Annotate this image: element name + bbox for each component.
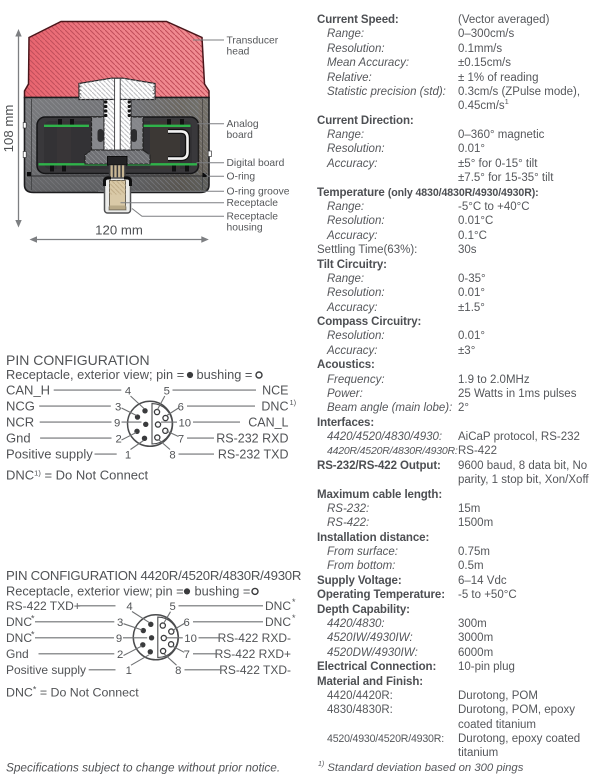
svg-text:*: * <box>31 614 35 624</box>
svg-text:DNC: DNC <box>265 615 291 629</box>
svg-text:*: * <box>31 630 35 640</box>
svg-text:CAN_L: CAN_L <box>248 415 288 429</box>
svg-text:RS-422 TXD-: RS-422 TXD- <box>219 663 291 677</box>
svg-text:Receptacle, exterior view;: Receptacle, exterior view; <box>6 584 153 599</box>
svg-text:8: 8 <box>175 665 181 677</box>
svg-text:DNC: DNC <box>265 599 291 613</box>
svg-text:Transducer: Transducer <box>227 36 279 47</box>
svg-text:Digital board: Digital board <box>227 158 285 169</box>
svg-text:Positive supply: Positive supply <box>6 663 86 677</box>
svg-text:6: 6 <box>178 401 184 413</box>
svg-text:2: 2 <box>115 433 121 445</box>
svg-text:PIN CONFIGURATION: PIN CONFIGURATION <box>6 352 150 368</box>
svg-text:108 mm: 108 mm <box>1 105 16 153</box>
svg-text:DNC* = Do Not Connect: DNC* = Do Not Connect <box>6 685 139 700</box>
svg-text:Gnd: Gnd <box>6 647 29 661</box>
svg-text:10: 10 <box>179 417 192 429</box>
svg-text:7: 7 <box>178 433 184 445</box>
svg-text:DNC1) = Do Not Connect: DNC1) = Do Not Connect <box>6 467 149 482</box>
svg-text:9: 9 <box>116 633 122 645</box>
svg-text:1: 1 <box>125 449 131 461</box>
svg-text:Receptacle, exterior view; pin: Receptacle, exterior view; pin = <box>6 367 184 382</box>
svg-text:Receptacle: Receptacle <box>227 212 279 223</box>
svg-text:6: 6 <box>183 617 189 629</box>
svg-text:PIN CONFIGURATION 4420R/4520R/: PIN CONFIGURATION 4420R/4520R/4830R/4930… <box>6 568 301 583</box>
svg-text:NCE: NCE <box>262 383 288 397</box>
svg-text:Positive supply: Positive supply <box>6 446 93 461</box>
svg-text:7: 7 <box>184 649 190 661</box>
svg-text:O-ring groove: O-ring groove <box>227 187 290 198</box>
svg-text:DNC: DNC <box>6 615 32 629</box>
svg-text:RS-422 RXD-: RS-422 RXD- <box>218 631 291 645</box>
svg-text:NCG: NCG <box>6 398 35 413</box>
svg-text:head: head <box>227 47 250 58</box>
svg-text:DNC: DNC <box>261 399 288 413</box>
svg-text:1: 1 <box>126 665 132 677</box>
svg-text:RS-422 TXD+: RS-422 TXD+ <box>6 599 81 613</box>
svg-text:O-ring: O-ring <box>227 172 256 183</box>
svg-text:housing: housing <box>227 223 263 234</box>
svg-text:4: 4 <box>126 601 132 613</box>
svg-text:bushing =: bushing = <box>195 584 251 599</box>
svg-text:4: 4 <box>125 385 131 397</box>
svg-text:NCR: NCR <box>6 414 34 429</box>
svg-text:DNC: DNC <box>6 631 32 645</box>
svg-text:*: * <box>292 613 296 623</box>
svg-text:board: board <box>227 130 254 141</box>
svg-text:8: 8 <box>169 449 175 461</box>
svg-text:RS-422 RXD+: RS-422 RXD+ <box>215 647 291 661</box>
svg-text:5: 5 <box>169 601 175 613</box>
svg-text:9: 9 <box>114 417 120 429</box>
svg-text:Receptacle: Receptacle <box>227 198 279 209</box>
svg-text:2: 2 <box>117 649 123 661</box>
svg-text:3: 3 <box>117 617 123 629</box>
svg-text:120 mm: 120 mm <box>95 223 143 238</box>
svg-text:5: 5 <box>164 385 170 397</box>
svg-text:*: * <box>292 597 296 607</box>
svg-text:Specifications subject to chan: Specifications subject to change without… <box>6 760 280 774</box>
svg-text:RS-232 TXD: RS-232 TXD <box>218 447 289 461</box>
svg-text:3: 3 <box>115 401 121 413</box>
svg-text:1): 1) <box>290 398 297 407</box>
svg-text:CAN_H: CAN_H <box>6 382 50 397</box>
svg-text:pin =: pin = <box>156 584 184 599</box>
svg-text:Analog: Analog <box>227 119 259 130</box>
svg-text:RS-232 RXD: RS-232 RXD <box>216 431 288 445</box>
svg-text:bushing =: bushing = <box>197 367 253 382</box>
svg-text:10: 10 <box>184 633 197 645</box>
svg-text:Gnd: Gnd <box>6 430 31 445</box>
